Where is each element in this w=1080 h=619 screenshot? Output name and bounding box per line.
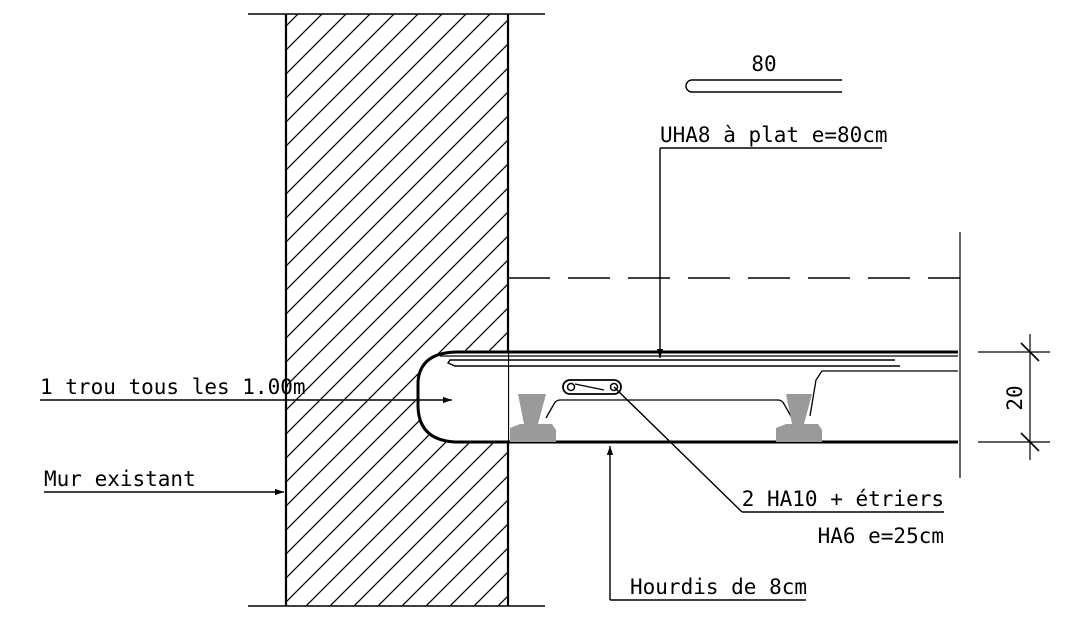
hourdis-label: Hourdis de 8cm [630, 575, 807, 599]
rebar-label-2: HA6 e=25cm [818, 524, 944, 548]
hole-callout: 1 trou tous les 1.00m [40, 375, 452, 404]
rebar-callout: 2 HA10 + étriers HA6 e=25cm [613, 386, 944, 548]
wall-label: Mur existant [44, 467, 196, 491]
existing-wall [248, 13, 545, 607]
hourdis-outline [545, 399, 793, 419]
ha10-bars [562, 379, 622, 395]
hourdis-callout: Hourdis de 8cm [606, 446, 807, 601]
wall-opening [418, 352, 508, 442]
top-rebar [446, 359, 900, 367]
bar-length-dimension: 80 [685, 52, 842, 93]
dashed-upper-line [508, 232, 961, 478]
beam-block-left [510, 394, 556, 442]
height-dimension: 20 [978, 334, 1050, 460]
slab-outline [416, 350, 958, 444]
rebar-label-1: 2 HA10 + étriers [742, 487, 944, 511]
top-rebar-callout: UHA8 à plat e=80cm [656, 123, 888, 358]
wall-callout: Mur existant [44, 467, 284, 496]
hole-label: 1 trou tous les 1.00m [40, 375, 306, 399]
top-rebar-label: UHA8 à plat e=80cm [660, 123, 888, 147]
bar-length-label: 80 [751, 52, 776, 76]
beam-block-right [776, 394, 822, 442]
height-label: 20 [1003, 385, 1027, 410]
right-rebar [809, 370, 958, 417]
